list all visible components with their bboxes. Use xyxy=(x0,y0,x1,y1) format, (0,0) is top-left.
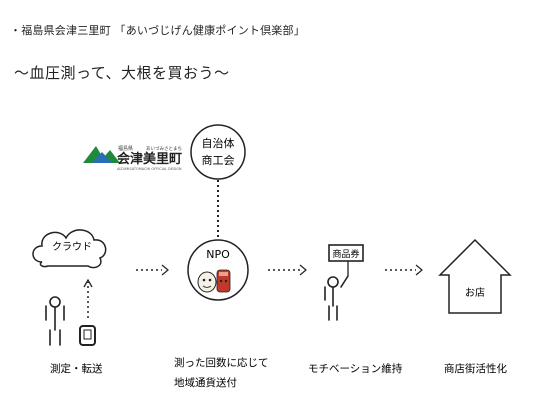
cloud-node: クラウド xyxy=(32,229,107,269)
voucher-label: 商品券 xyxy=(332,248,359,260)
logo-kana: あいづみさとまち xyxy=(146,145,182,152)
npo-label: NPO xyxy=(206,248,230,261)
upload-arrowhead-icon xyxy=(83,278,93,288)
arrow-1-head-icon xyxy=(161,264,169,276)
gov-node: 自治体 商工会 xyxy=(190,124,246,180)
arrow-3-head-icon xyxy=(415,264,423,276)
caption-points-2: 地域通貨送付 xyxy=(174,376,237,389)
house-icon xyxy=(438,238,512,314)
voucher-node: 商品券 xyxy=(328,244,364,276)
person-with-voucher-icon xyxy=(324,275,349,321)
npo-node: NPO xyxy=(187,239,249,301)
store-node: お店 xyxy=(438,238,512,314)
cloud-icon xyxy=(32,229,107,269)
logo-mountain-icon xyxy=(83,146,120,163)
logo-town-name: 会津美里町 xyxy=(117,151,182,167)
caption-measure: 測定・転送 xyxy=(50,362,103,375)
logo-prefecture: 福島県 xyxy=(118,145,133,152)
town-logo: 福島県 あいづみさとまち 会津美里町 AIZUMISATOMACHI OFFIC… xyxy=(83,145,182,171)
page-subtitle: 〜血圧測って、大根を買おう〜 xyxy=(14,64,230,82)
header-text: 福島県会津三里町 「あいづじげん健康ポイント倶楽部」 xyxy=(21,24,305,37)
gov-label-1: 自治体 xyxy=(202,136,235,150)
header-line: ・福島県会津三里町 「あいづじげん健康ポイント倶楽部」 xyxy=(10,22,305,38)
store-label: お店 xyxy=(465,286,485,299)
mascot-icon xyxy=(197,269,231,293)
arrow-2-head-icon xyxy=(299,264,307,276)
caption-points-1: 測った回数に応じて xyxy=(174,356,269,369)
bp-monitor-icon xyxy=(79,325,96,346)
cloud-label: クラウド xyxy=(52,241,92,253)
logo-wave-icon xyxy=(92,152,112,163)
gov-label-2: 商工会 xyxy=(202,153,235,167)
caption-motivation: モチベーション維持 xyxy=(308,362,403,375)
person-icon xyxy=(45,296,65,346)
header-bullet: ・ xyxy=(10,24,22,37)
logo-romaji: AIZUMISATOMACHI OFFICIAL DESIGN xyxy=(117,167,182,171)
caption-revitalize: 商店街活性化 xyxy=(444,362,507,375)
